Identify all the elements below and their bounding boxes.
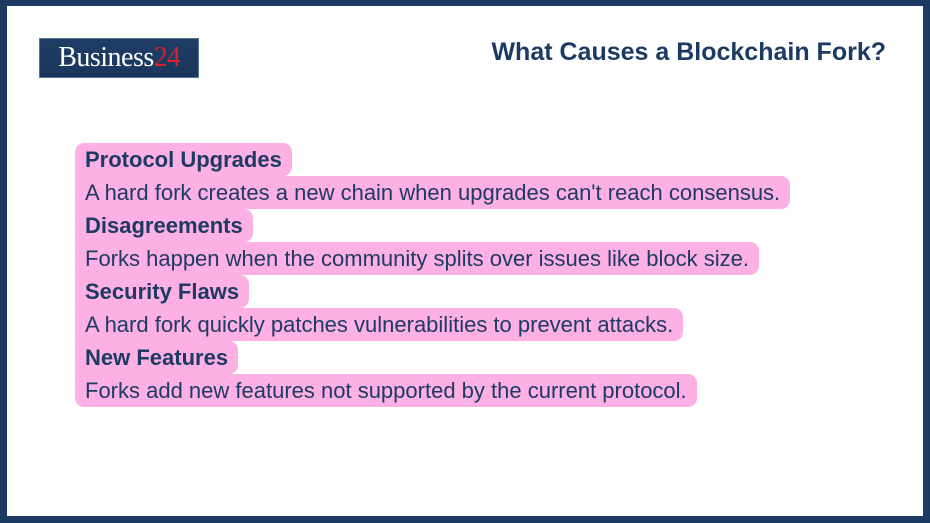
logo-word: Business (58, 42, 154, 73)
item-text-disagreements: Forks happen when the community splits o… (75, 242, 759, 275)
item-text-new-features: Forks add new features not supported by … (75, 374, 697, 407)
page-title: What Causes a Blockchain Fork? (491, 38, 886, 66)
item-text-security-flaws: A hard fork quickly patches vulnerabilit… (75, 308, 684, 341)
item-heading-new-features: New Features (75, 341, 239, 374)
logo-number: 24 (153, 42, 181, 73)
item-heading-disagreements: Disagreements (75, 209, 253, 242)
item-text-protocol-upgrades: A hard fork creates a new chain when upg… (75, 176, 791, 209)
item-heading-protocol-upgrades: Protocol Upgrades (75, 143, 292, 176)
causes-list: Protocol Upgrades A hard fork creates a … (75, 143, 791, 407)
item-heading-security-flaws: Security Flaws (75, 275, 250, 308)
